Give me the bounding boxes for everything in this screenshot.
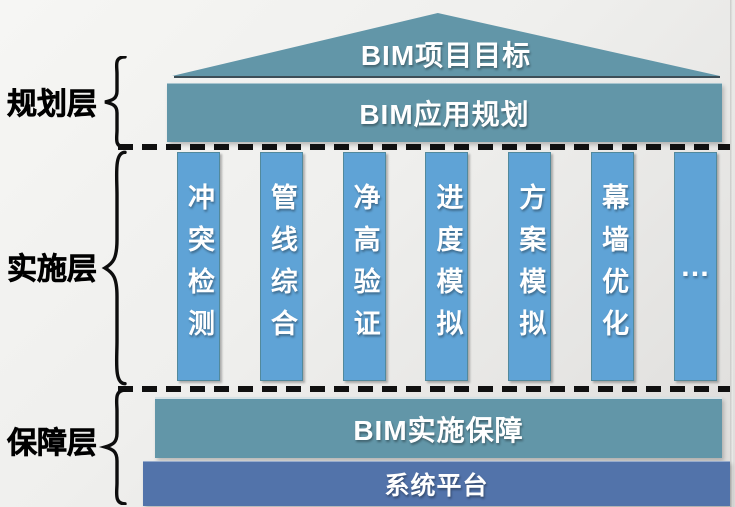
roof-base-line [174,76,720,78]
slide-right-edge-line [730,0,733,507]
planning-bar: BIM应用规划 [167,83,722,142]
curly-brace-implementation [98,150,128,386]
layer-label-implementation: 实施层 [7,253,98,287]
roof-triangle: BIM项目目标 [172,13,720,76]
pillar-label: 管线综合 [266,182,297,351]
curly-brace-icon [98,150,128,386]
curly-brace-planning [98,56,128,148]
platform-bar-label: 系统平台 [384,472,489,500]
curly-brace-assurance [98,389,128,505]
pillar-curtainwall-optimization: 幕墙优化 [591,152,635,381]
dashed-divider-top [118,144,730,150]
pillar-schedule-simulation: 进度模拟 [425,152,469,381]
layer-label-assurance: 保障层 [7,427,98,461]
pillar-label: 冲突检测 [184,182,214,351]
pillar-label: 进度模拟 [432,182,463,351]
pillar-group: 冲突检测 管线综合 净高验证 进度模拟 方案模拟 幕墙优化 … [177,152,717,381]
layer-label-planning: 规划层 [7,88,98,122]
pillar-clash-detection: 冲突检测 [177,152,220,381]
dashed-divider-bottom [118,386,730,392]
pillar-label: 幕墙优化 [598,182,629,351]
pillar-scheme-simulation: 方案模拟 [508,152,552,381]
planning-bar-label: BIM应用规划 [359,99,530,130]
pillar-clearance-verification: 净高验证 [342,152,386,381]
ellipsis-label: … [679,249,711,283]
roof-title: BIM项目目标 [360,40,532,71]
pillar-ellipsis: … [673,152,717,381]
platform-bar: 系统平台 [143,461,730,506]
curly-brace-icon [98,56,128,148]
assurance-bar-label: BIM实施保障 [353,414,524,446]
curly-brace-icon [98,389,128,505]
pillar-label: 方案模拟 [515,182,546,351]
pillar-mep-coordination: 管线综合 [259,152,303,381]
pillar-label: 净高验证 [349,182,380,351]
assurance-bar: BIM实施保障 [155,397,722,458]
